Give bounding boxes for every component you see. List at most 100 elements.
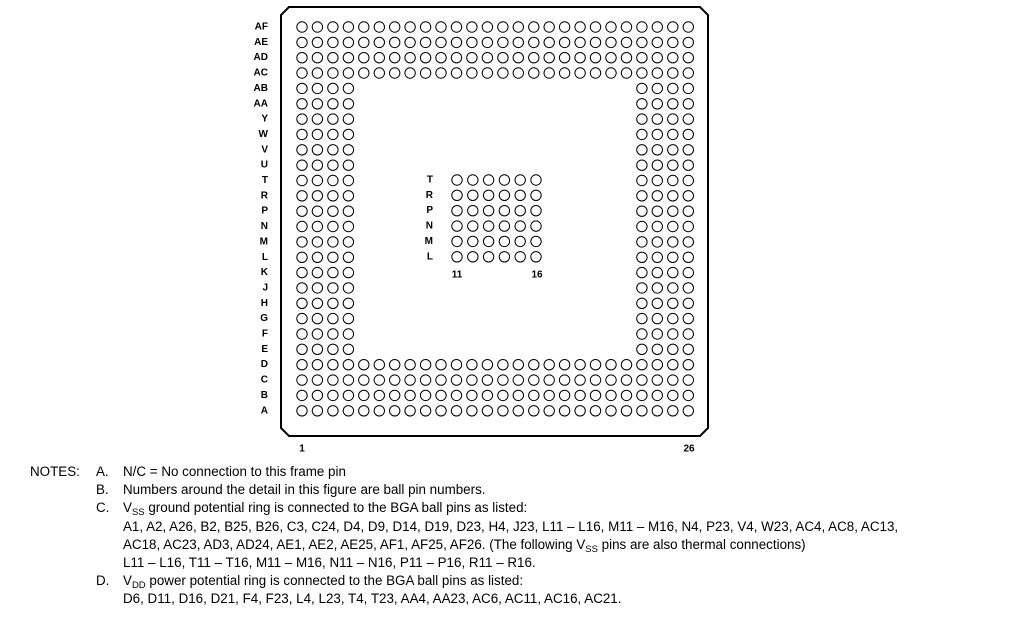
ball-AC19 bbox=[574, 67, 586, 79]
ball-D2 bbox=[311, 359, 324, 371]
ball-AC17 bbox=[543, 67, 555, 79]
note-b: B. Numbers around the detail in this fig… bbox=[30, 481, 1010, 499]
ball-AE5 bbox=[358, 36, 370, 49]
ball-A10 bbox=[435, 405, 447, 417]
ball-inner-T13 bbox=[482, 174, 495, 186]
ball-B4 bbox=[342, 389, 355, 402]
ball-R25 bbox=[667, 190, 679, 202]
ball-K3 bbox=[327, 266, 339, 279]
ball-AE23 bbox=[636, 36, 648, 49]
ball-AE19 bbox=[574, 36, 586, 49]
ball-N26 bbox=[682, 220, 694, 233]
row-label-A: A bbox=[261, 405, 268, 416]
ball-U4 bbox=[342, 159, 355, 171]
ball-inner-L14 bbox=[498, 251, 511, 263]
ball-D25 bbox=[667, 359, 679, 371]
row-label-AC: AC bbox=[254, 68, 268, 79]
ball-A14 bbox=[497, 405, 509, 417]
ball-inner-P16 bbox=[530, 205, 542, 217]
ball-A15 bbox=[512, 405, 524, 417]
ball-F25 bbox=[667, 328, 679, 340]
note-line: VDD power potential ring is connected to… bbox=[123, 573, 524, 592]
row-label-K: K bbox=[261, 267, 269, 278]
ball-grid bbox=[296, 21, 694, 417]
ball-AD9 bbox=[419, 52, 432, 64]
ball-T25 bbox=[667, 174, 679, 187]
ball-C19 bbox=[574, 374, 586, 386]
ball-AF4 bbox=[342, 21, 355, 33]
ball-AF12 bbox=[466, 21, 478, 33]
ball-AE26 bbox=[682, 36, 694, 49]
ball-C15 bbox=[512, 374, 524, 386]
row-label-B: B bbox=[261, 390, 268, 401]
ball-H24 bbox=[651, 297, 663, 309]
ball-AD13 bbox=[481, 52, 494, 64]
ball-F4 bbox=[342, 328, 355, 340]
ball-inner-N13 bbox=[482, 220, 495, 232]
ball-Y25 bbox=[667, 113, 679, 125]
ball-M23 bbox=[636, 236, 648, 248]
ball-C18 bbox=[558, 374, 571, 386]
ball-AF3 bbox=[327, 21, 339, 33]
ball-J2 bbox=[311, 282, 324, 294]
ball-AF16 bbox=[528, 21, 540, 33]
ball-C7 bbox=[389, 374, 401, 386]
ball-B5 bbox=[358, 389, 370, 402]
ball-B25 bbox=[667, 389, 679, 402]
ball-F26 bbox=[682, 328, 694, 340]
ball-A3 bbox=[327, 405, 339, 417]
ball-K24 bbox=[651, 266, 663, 279]
row-label-D: D bbox=[261, 359, 268, 370]
ball-inner-N12 bbox=[467, 220, 479, 232]
inner-row-label-T: T bbox=[427, 175, 433, 186]
ball-K25 bbox=[667, 266, 679, 279]
ball-E25 bbox=[667, 343, 679, 355]
ball-D6 bbox=[373, 359, 385, 371]
ball-R26 bbox=[682, 190, 694, 202]
ball-AF10 bbox=[435, 21, 447, 33]
ball-AC4 bbox=[342, 67, 355, 79]
ball-M1 bbox=[296, 236, 308, 248]
ball-AD3 bbox=[327, 52, 339, 64]
ball-AD16 bbox=[528, 52, 540, 64]
ball-K1 bbox=[296, 266, 308, 279]
note-line: Numbers around the detail in this figure… bbox=[123, 482, 486, 498]
ball-AE6 bbox=[373, 36, 385, 49]
ball-AB26 bbox=[682, 82, 694, 95]
ball-AC23 bbox=[636, 67, 648, 79]
ball-G1 bbox=[296, 312, 308, 325]
ball-C2 bbox=[311, 374, 324, 386]
ball-D8 bbox=[404, 359, 416, 371]
ball-inner-R13 bbox=[482, 189, 495, 202]
ball-AA24 bbox=[651, 98, 663, 110]
ball-AC21 bbox=[605, 67, 617, 79]
ball-inner-P14 bbox=[498, 205, 511, 217]
ball-M3 bbox=[327, 236, 339, 248]
ball-H3 bbox=[327, 297, 339, 309]
ball-D1 bbox=[296, 359, 308, 371]
ball-C8 bbox=[404, 374, 416, 386]
ball-P24 bbox=[651, 205, 663, 217]
ball-D3 bbox=[327, 359, 339, 371]
ball-D9 bbox=[419, 359, 432, 371]
ball-AC13 bbox=[481, 67, 494, 79]
ball-AC10 bbox=[435, 67, 447, 79]
ball-C9 bbox=[419, 374, 432, 386]
ball-U25 bbox=[667, 159, 679, 171]
ball-C17 bbox=[543, 374, 555, 386]
ball-inner-M12 bbox=[467, 235, 479, 248]
ball-inner-L12 bbox=[467, 251, 479, 263]
ball-T26 bbox=[682, 174, 694, 187]
note-line: AC18, AC23, AD3, AD24, AE1, AE2, AE25, A… bbox=[123, 536, 806, 555]
ball-AE16 bbox=[528, 36, 540, 49]
ball-L3 bbox=[327, 251, 339, 263]
ball-E2 bbox=[311, 343, 324, 355]
ball-F1 bbox=[296, 328, 308, 340]
ball-J23 bbox=[636, 282, 648, 294]
notes-section: NOTES: A. N/C = No connection to this fr… bbox=[30, 463, 1010, 609]
row-label-C: C bbox=[261, 375, 268, 386]
inner-col-label-16: 16 bbox=[531, 270, 543, 281]
ball-AE2 bbox=[311, 36, 324, 49]
ball-B7 bbox=[389, 389, 401, 402]
ball-T1 bbox=[296, 174, 308, 187]
